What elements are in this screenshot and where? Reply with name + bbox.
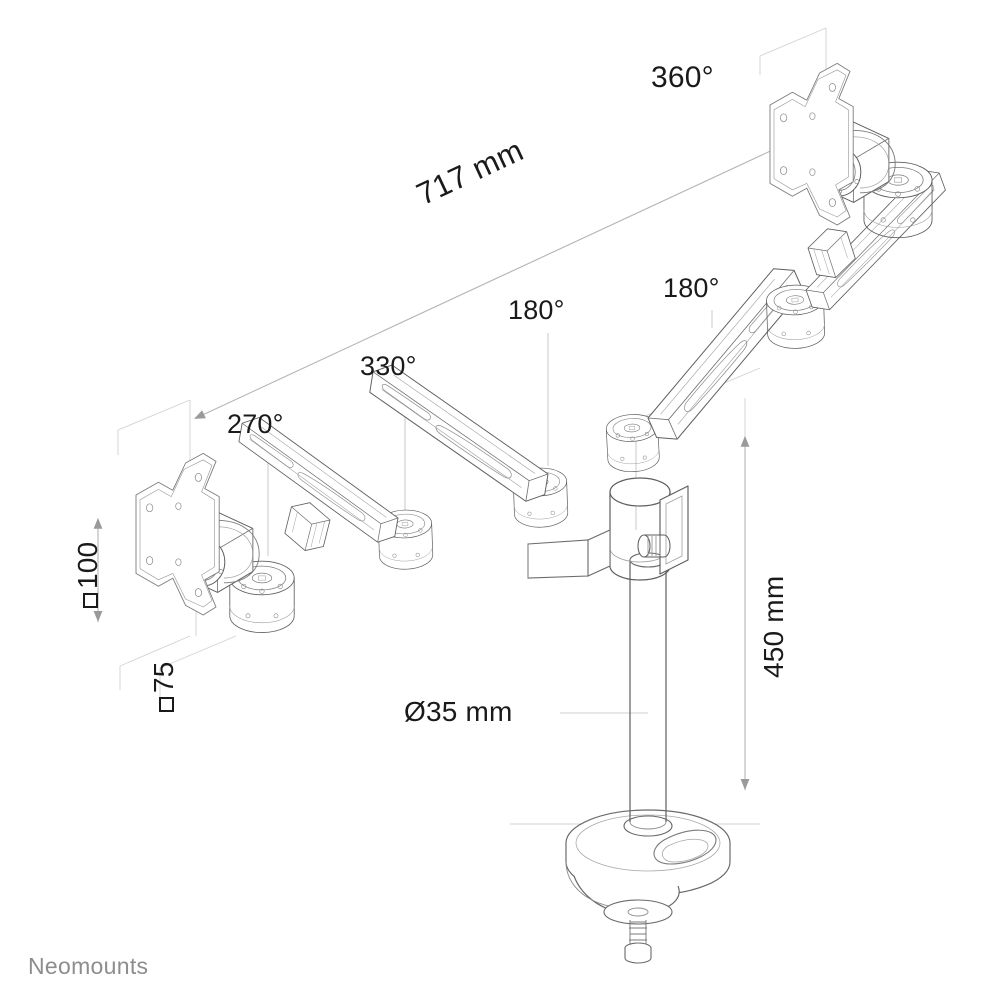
vesa-100-value: 100 <box>72 541 103 589</box>
pole-collar-clamp <box>527 477 689 581</box>
vesa-square-icon <box>159 697 174 712</box>
dimension-label-450mm: 450 mm <box>758 575 789 678</box>
brand-wordmark: Neomounts <box>28 953 149 979</box>
callout-180-degrees-right: 180° <box>663 273 720 303</box>
callout-330-degrees: 330° <box>360 351 417 381</box>
left-arm-assembly <box>135 361 569 634</box>
callout-360-degrees: 360° <box>651 61 714 94</box>
callout-270-degrees: 270° <box>227 409 284 439</box>
vesa-75-value: 75 <box>148 661 179 693</box>
dimension-label-vesa-100: 100 <box>72 541 103 608</box>
vesa-square-icon <box>83 593 98 608</box>
clamp-screw <box>637 534 671 558</box>
desk-grommet-base <box>565 809 731 964</box>
dimension-label-pole-diameter: Ø35 mm <box>404 696 513 727</box>
center-pole <box>629 552 667 830</box>
dimension-717 <box>194 127 821 419</box>
dimension-label-vesa-75: 75 <box>148 661 179 712</box>
right-arm-assembly <box>605 62 971 474</box>
callout-180-degrees-middle: 180° <box>508 295 565 325</box>
